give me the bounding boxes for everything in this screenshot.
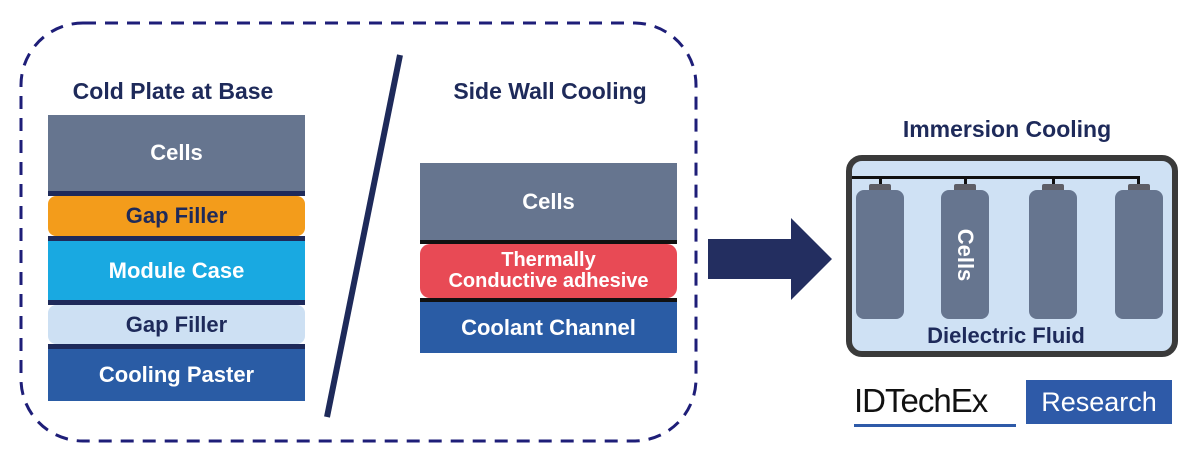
layer-separator xyxy=(420,240,677,244)
immersion-cell xyxy=(856,190,904,319)
immersion-cell-label: Cells xyxy=(953,228,978,282)
cell-terminal xyxy=(869,184,891,191)
cell-terminal xyxy=(1042,184,1064,191)
logo-suffix-text: Research xyxy=(1041,386,1157,417)
cold-plate-layer-cooling-paster: Cooling Paster xyxy=(48,349,305,401)
cold-plate-layer-gap-filler-1: Gap Filler xyxy=(48,196,305,236)
immersion-cell xyxy=(941,190,989,319)
bus-drop xyxy=(1137,176,1140,186)
bus-bar xyxy=(852,176,1139,179)
dashed-group-border xyxy=(19,21,698,443)
bus-drop xyxy=(964,176,967,186)
cold-plate-layer-gap-filler-2: Gap Filler xyxy=(48,305,305,344)
immersion-title: Immersion Cooling xyxy=(902,116,1112,142)
layer-separator xyxy=(48,300,305,305)
immersion-cell xyxy=(1029,190,1077,319)
layer-separator xyxy=(48,344,305,349)
right-arrow-icon xyxy=(708,218,832,300)
cold-plate-layer-module-case: Module Case xyxy=(48,241,305,300)
logo-underline xyxy=(854,424,1016,427)
side-wall-title: Side Wall Cooling xyxy=(453,78,647,104)
layer-separator xyxy=(48,236,305,241)
logo-research-badge: Research xyxy=(1026,380,1172,424)
cold-plate-layer-cells: Cells xyxy=(48,115,305,191)
dielectric-fluid-label: Dielectric Fluid xyxy=(927,323,1085,348)
logo-brand-text: IDTechEx xyxy=(854,382,988,419)
bus-drop xyxy=(879,176,882,186)
slash-divider-icon xyxy=(324,54,403,418)
immersion-cell xyxy=(1115,190,1163,319)
cold-plate-title: Cold Plate at Base xyxy=(72,78,274,104)
side-wall-layer-coolant-channel: Coolant Channel xyxy=(420,302,677,353)
side-wall-layer-adhesive: Thermally Conductive adhesive xyxy=(420,244,677,298)
bus-drop xyxy=(1052,176,1055,186)
cell-terminal xyxy=(954,184,976,191)
layer-separator xyxy=(420,298,677,302)
layer-separator xyxy=(48,191,305,196)
cell-terminal xyxy=(1128,184,1150,191)
side-wall-layer-cells: Cells xyxy=(420,163,677,240)
